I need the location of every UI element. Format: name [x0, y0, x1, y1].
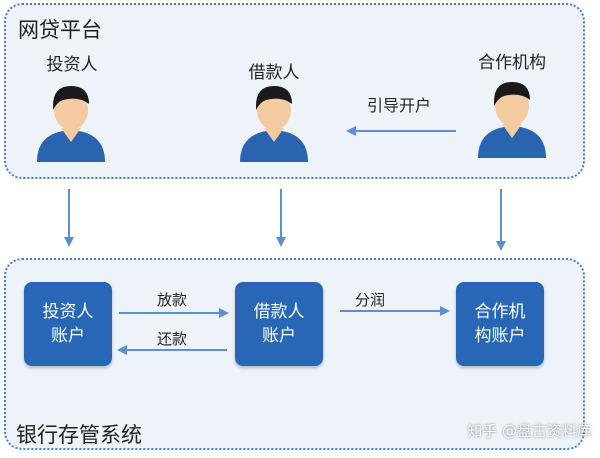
partner-account-box: 合作机 构账户 [456, 282, 544, 366]
watermark: 知乎 @盘古资料库 [467, 422, 592, 440]
borrower-account-box: 借款人 账户 [235, 282, 323, 366]
platform-title: 网贷平台 [18, 18, 102, 42]
investor-avatar-icon [37, 86, 105, 162]
partner-account-line1: 合作机 [474, 302, 526, 322]
investor-account-line1: 投资人 [42, 302, 94, 322]
borrower-avatar-icon [240, 86, 308, 162]
borrower-label: 借款人 [248, 63, 300, 83]
split-label: 分润 [354, 291, 386, 309]
investor-account-box: 投资人 账户 [24, 282, 112, 366]
partner-account-line2: 构账户 [474, 326, 526, 346]
lend-label: 放款 [156, 291, 188, 309]
partner-avatar-icon [478, 82, 546, 158]
repay-label: 还款 [156, 330, 188, 348]
investor-account-line2: 账户 [51, 326, 85, 346]
partner-label: 合作机构 [478, 53, 546, 73]
guide-label: 引导开户 [366, 96, 432, 115]
borrower-account-line2: 账户 [262, 326, 296, 346]
bank-title: 银行存管系统 [16, 423, 142, 447]
investor-label: 投资人 [46, 55, 98, 75]
borrower-account-line1: 借款人 [253, 302, 305, 322]
